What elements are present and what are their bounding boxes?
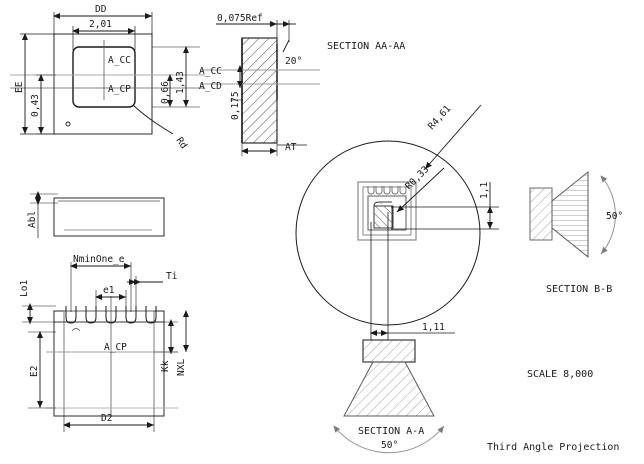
section-aa-aa-view: 0,075Ref 20° A_CC A_CD 0,175 AT SECTION … [199,13,405,156]
dim-label-Abl: Abl [27,211,38,228]
datum-label-A_CC-section: A_CC [199,66,222,77]
section-title-b-b: SECTION B-B [546,284,612,295]
dim-label-DD: DD [95,4,107,15]
dim-label-1-11: 1,11 [422,322,445,333]
dim-label-1-43: 1,43 [175,71,186,94]
dim-label-2-01: 2,01 [89,19,112,30]
datum-label-A_CC: A_CC [108,55,131,66]
section-b-b-view: 50° SECTION B-B [529,170,623,295]
dim-label-AT: AT [285,142,297,153]
scale-note: SCALE 8,000 [527,369,593,380]
dim-label-Ti: Ti [166,271,178,282]
leader-Rd [132,104,174,135]
pin-group [65,306,157,324]
dim-label-20deg: 20° [285,56,302,67]
section-a-a-view: 50° SECTION A-A [333,339,445,454]
dim-label-Lo1: Lo1 [19,280,30,297]
dim-label-Kk: Kk [160,360,171,372]
projection-note: Third Angle Projection [487,442,619,453]
dim-label-0-075Ref: 0,075Ref [217,13,263,24]
dim-label-1-1: 1,1 [479,182,490,199]
datum-label-A_CP-bottom: A_CP [104,342,127,353]
dim-label-50deg-aa: 50° [381,440,398,451]
dim-label-0-66: 0,66 [160,81,171,104]
dim-label-0-175: 0,175 [230,91,241,120]
dim-label-EE: EE [14,81,25,93]
dim-label-NXL: NXL [176,359,187,376]
bottom-view: NminOne_e Ti e1 Lo1 E2 D2 Kk NXL [19,254,189,432]
section-title-aa-aa: SECTION AA-AA [327,41,405,52]
top-view: DD 2,01 EE 0,43 A_CC A_CP 1,43 0,66 Rd [10,4,205,151]
dim-label-NminOne_e: NminOne_e [73,254,125,265]
datum-label-A_CP: A_CP [108,84,131,95]
dim-label-e1: e1 [103,285,115,296]
detail-pin-row [367,186,407,195]
dim-label-50deg-bb: 50° [606,211,623,222]
dim-label-0-43: 0,43 [30,94,41,117]
dim-label-Rd: Rd [174,135,190,151]
side-elevation-view: Abl [27,191,165,238]
section-title-a-a: SECTION A-A [358,426,424,437]
dim-label-E2: E2 [29,366,40,377]
datum-label-A_CD-section: A_CD [199,81,222,92]
dim-label-D2: D2 [101,413,112,424]
